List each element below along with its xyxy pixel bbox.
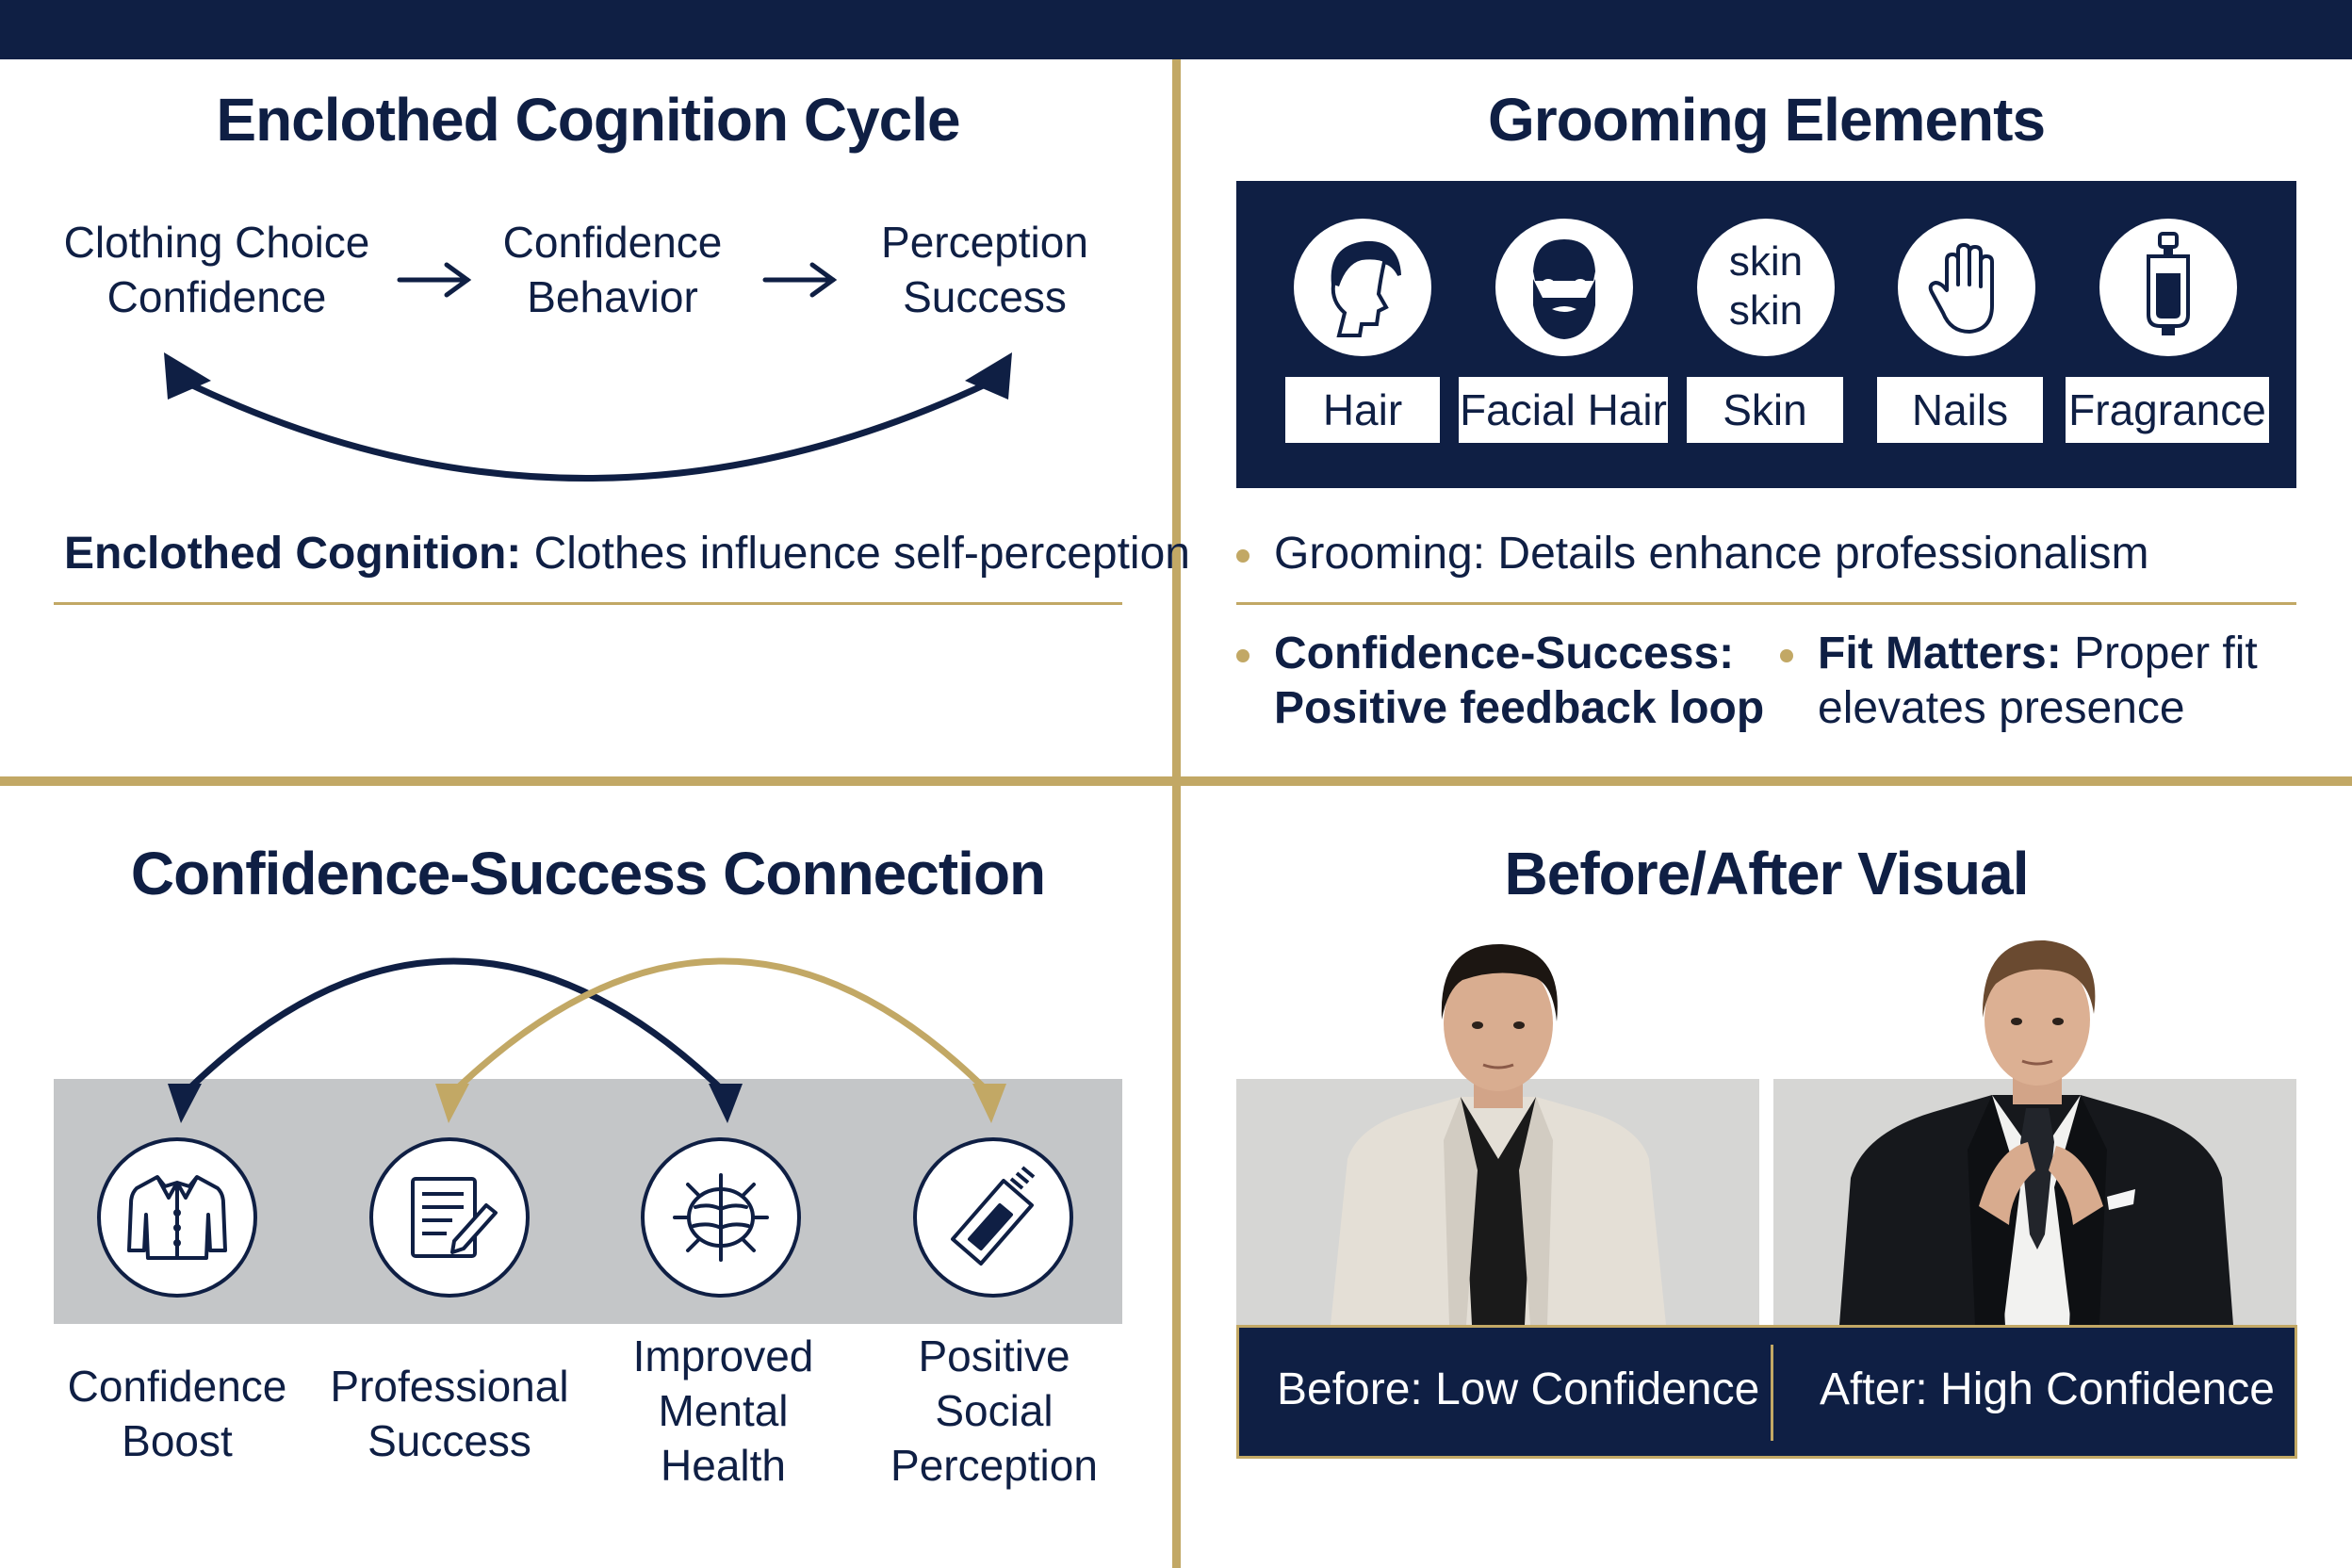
arrowhead-icon (435, 1084, 469, 1123)
cycle-node-line: Confidence (106, 272, 327, 321)
top-banner (0, 0, 2352, 59)
connection-label-line: Success (368, 1416, 531, 1465)
bullet-dot-icon (1780, 649, 1793, 662)
cycle-title: Enclothed Cognition Cycle (216, 86, 960, 154)
document-pen-icon (369, 1137, 530, 1298)
cycle-node-clothing: Clothing Choice Confidence (57, 215, 377, 324)
cycle-rule (54, 602, 1122, 605)
arrow-right-icon (397, 262, 472, 298)
cycle-node-line: Behavior (527, 272, 698, 321)
connection-label-social: Positive Social Perception (858, 1329, 1131, 1493)
cycle-node-confidence: Confidence Behavior (471, 215, 754, 324)
connection-label-line: Confidence (67, 1362, 287, 1411)
shirt-icon (97, 1137, 257, 1298)
cycle-node-line: Clothing Choice (63, 218, 370, 267)
confidence-success-text: Positive feedback loop (1274, 683, 1765, 733)
cycle-node-line: Perception (881, 218, 1088, 267)
arrowhead-icon (972, 1084, 1006, 1123)
cycle-node-line: Confidence (502, 218, 723, 267)
connection-label-mental-health: Improved Mental Health (594, 1329, 853, 1493)
fit-matters-bullet: Fit Matters: Proper fit elevates presenc… (1780, 627, 2258, 736)
connection-label-line: Perception (890, 1441, 1098, 1490)
connection-label-confidence: Confidence Boost (45, 1359, 309, 1468)
brain-icon (641, 1137, 801, 1298)
navy-arc (182, 957, 728, 1096)
connection-label-professional: Professional Success (313, 1359, 586, 1468)
arrow-right-icon (762, 262, 838, 298)
arrowhead-icon (164, 352, 211, 400)
skin-icon-text: skin (1728, 287, 1804, 334)
connection-label-line: Professional (330, 1362, 569, 1411)
grooming-title: Grooming Elements (1487, 86, 2046, 154)
after-label: After: High Confidence (1820, 1364, 2275, 1414)
ticket-icon (913, 1137, 1073, 1298)
caption-separator (1771, 1345, 1773, 1441)
fragrance-bottle-icon (2099, 219, 2237, 356)
before-person-figure (1331, 943, 1666, 1325)
fit-matters-text-2: elevates presence (1818, 683, 2185, 733)
vertical-divider (1172, 59, 1181, 1568)
cycle-node-line: Success (903, 272, 1067, 321)
before-after-title: Before/After Visual (1504, 840, 2030, 907)
skin-icon: skin skin (1697, 219, 1835, 356)
fit-matters-term: Fit Matters: (1818, 629, 2062, 678)
gold-arc (449, 957, 992, 1096)
connection-label-line: Positive (918, 1331, 1070, 1380)
grooming-label-hair: Hair (1285, 377, 1440, 443)
cycle-return-arc (183, 378, 993, 482)
grooming-rule (1236, 602, 2296, 605)
before-label: Before: Low Confidence (1277, 1364, 1760, 1414)
beard-icon (1495, 219, 1633, 356)
after-person-figure (1839, 939, 2233, 1325)
hand-icon (1898, 219, 2035, 356)
cycle-arrows (164, 262, 1012, 482)
grooming-label-facial-hair: Facial Hair (1459, 377, 1668, 443)
cycle-definition-text: Clothes influence self-perception (521, 529, 1190, 579)
grooming-label-nails: Nails (1877, 377, 2043, 443)
horizontal-divider (0, 776, 2352, 786)
skin-icon-text: skin (1728, 238, 1804, 285)
connection-arcs (168, 957, 1006, 1123)
connection-label-line: Mental (658, 1386, 789, 1435)
grooming-panel: skin skin Hair Facial Hair Skin Nails Fr… (1236, 181, 2296, 488)
arrowhead-icon (168, 1084, 202, 1123)
connection-label-line: Boost (122, 1416, 233, 1465)
grooming-label-fragrance: Fragrance (2066, 377, 2269, 443)
arrowhead-icon (709, 1084, 743, 1123)
connection-label-line: Improved (632, 1331, 814, 1380)
confidence-success-term: Confidence-Success: (1274, 629, 1735, 678)
connection-label-line: Social (935, 1386, 1054, 1435)
bullet-dot-icon (1236, 649, 1250, 662)
cycle-definition-term: Enclothed Cognition: (64, 529, 522, 579)
bullet-dot-icon (1236, 549, 1250, 563)
grooming-bullet: Grooming: Details enhance professionalis… (1236, 527, 2149, 581)
cycle-node-perception: Perception Success (848, 215, 1121, 324)
connection-label-line: Health (661, 1441, 786, 1490)
arrowhead-icon (965, 352, 1012, 400)
before-after-caption-bar: Before: Low Confidence After: High Confi… (1236, 1325, 2297, 1459)
confidence-success-bullet: Confidence-Success: Positive feedback lo… (1236, 627, 1765, 736)
cycle-definition: Enclothed Cognition: Clothes influence s… (64, 527, 1190, 581)
grooming-label-skin: Skin (1687, 377, 1843, 443)
fit-matters-text: Proper fit (2061, 629, 2258, 678)
grooming-bullet-text: Grooming: Details enhance professionalis… (1274, 529, 2149, 579)
connection-title: Confidence-Success Connection (130, 840, 1046, 907)
hair-icon (1294, 219, 1431, 356)
